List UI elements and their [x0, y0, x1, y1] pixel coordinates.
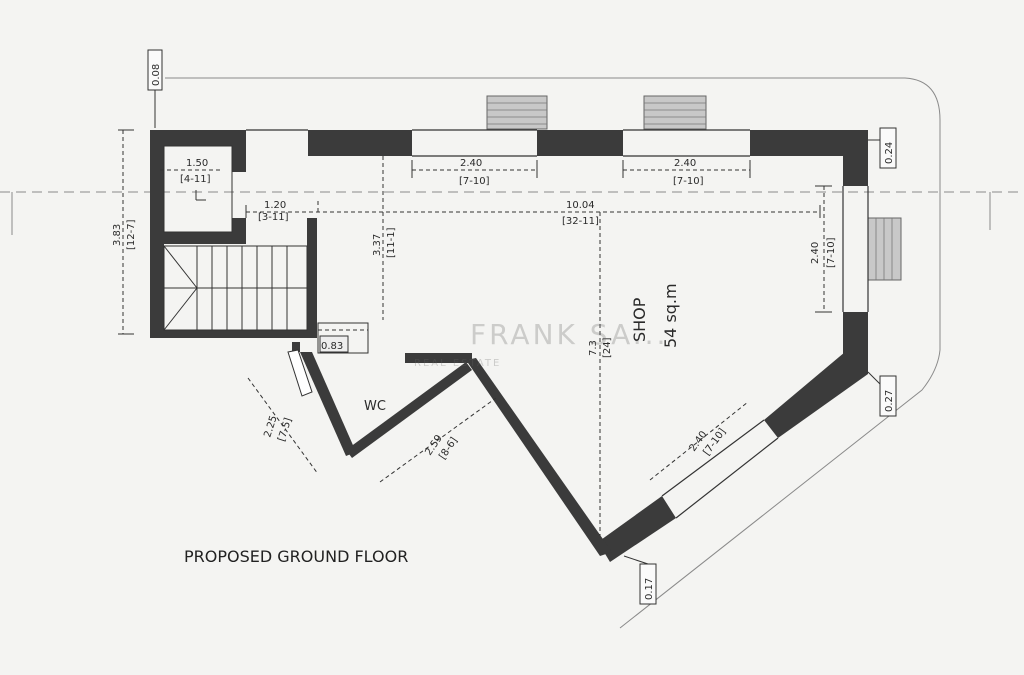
dim-front-opening-2-imperial: [7-10]: [673, 176, 704, 187]
level-label-3: 0.27: [884, 390, 895, 412]
dim-left-depth: 3.83: [112, 224, 123, 246]
entrance-steps: [486, 95, 902, 281]
watermark: FRANK SA... REAL ESTATE: [414, 318, 668, 369]
dim-side-opening-imperial: [7-10]: [826, 237, 837, 268]
room-area-shop: 54 sq.m: [661, 283, 680, 348]
dim-store-width-imperial: [4-11]: [180, 174, 211, 185]
level-label-4: 0.17: [644, 578, 655, 600]
room-label-shop: SHOP: [630, 297, 649, 342]
dim-front-opening-2: 2.40: [674, 158, 696, 169]
watermark-tagline: REAL ESTATE: [414, 358, 501, 369]
dim-shop-depth: 7.3: [588, 340, 599, 356]
wc-door: [287, 349, 313, 397]
dim-side-opening: 2.40: [810, 242, 821, 264]
staircase: [163, 245, 308, 331]
dim-left-depth-imperial: [12-7]: [126, 219, 137, 250]
dimension-lines: [122, 130, 825, 536]
level-label-1: 0.08: [151, 64, 162, 86]
dim-wc-lobby: 0.83: [321, 341, 343, 352]
dim-front-opening-1: 2.40: [460, 158, 482, 169]
plan-title: PROPOSED GROUND FLOOR: [184, 547, 408, 566]
dimension-ticks: [118, 129, 832, 335]
level-label-2: 0.24: [884, 142, 895, 164]
dim-middle-depth-imperial: [11-1]: [386, 227, 397, 258]
store-box: [163, 145, 233, 233]
level-markers: [147, 49, 897, 605]
dim-middle-depth: 3.37: [372, 234, 383, 256]
dim-shop-depth-imperial: [24]: [602, 337, 613, 358]
street-boundary: [0, 77, 1024, 629]
level-leaders: [154, 90, 881, 565]
step-hatching: [487, 102, 893, 280]
dim-store-width: 1.50: [186, 158, 208, 169]
level-labels: 0.08 0.24 0.27 0.17: [151, 64, 895, 600]
dim-overall-width: 10.04: [566, 200, 595, 211]
watermark-brand: FRANK SA...: [470, 318, 668, 351]
dim-overall-width-imperial: [32-11]: [562, 216, 599, 227]
dim-door-width: 1.20: [264, 200, 286, 211]
dim-door-width-imperial: [3-11]: [258, 212, 289, 223]
window-openings: [246, 129, 869, 519]
dim-front-opening-1-imperial: [7-10]: [459, 176, 490, 187]
room-label-wc: WC: [364, 399, 386, 414]
walls: [150, 130, 868, 562]
wc-lobby-box: [317, 322, 369, 354]
room-labels: SHOP 54 sq.m WC: [364, 283, 680, 414]
